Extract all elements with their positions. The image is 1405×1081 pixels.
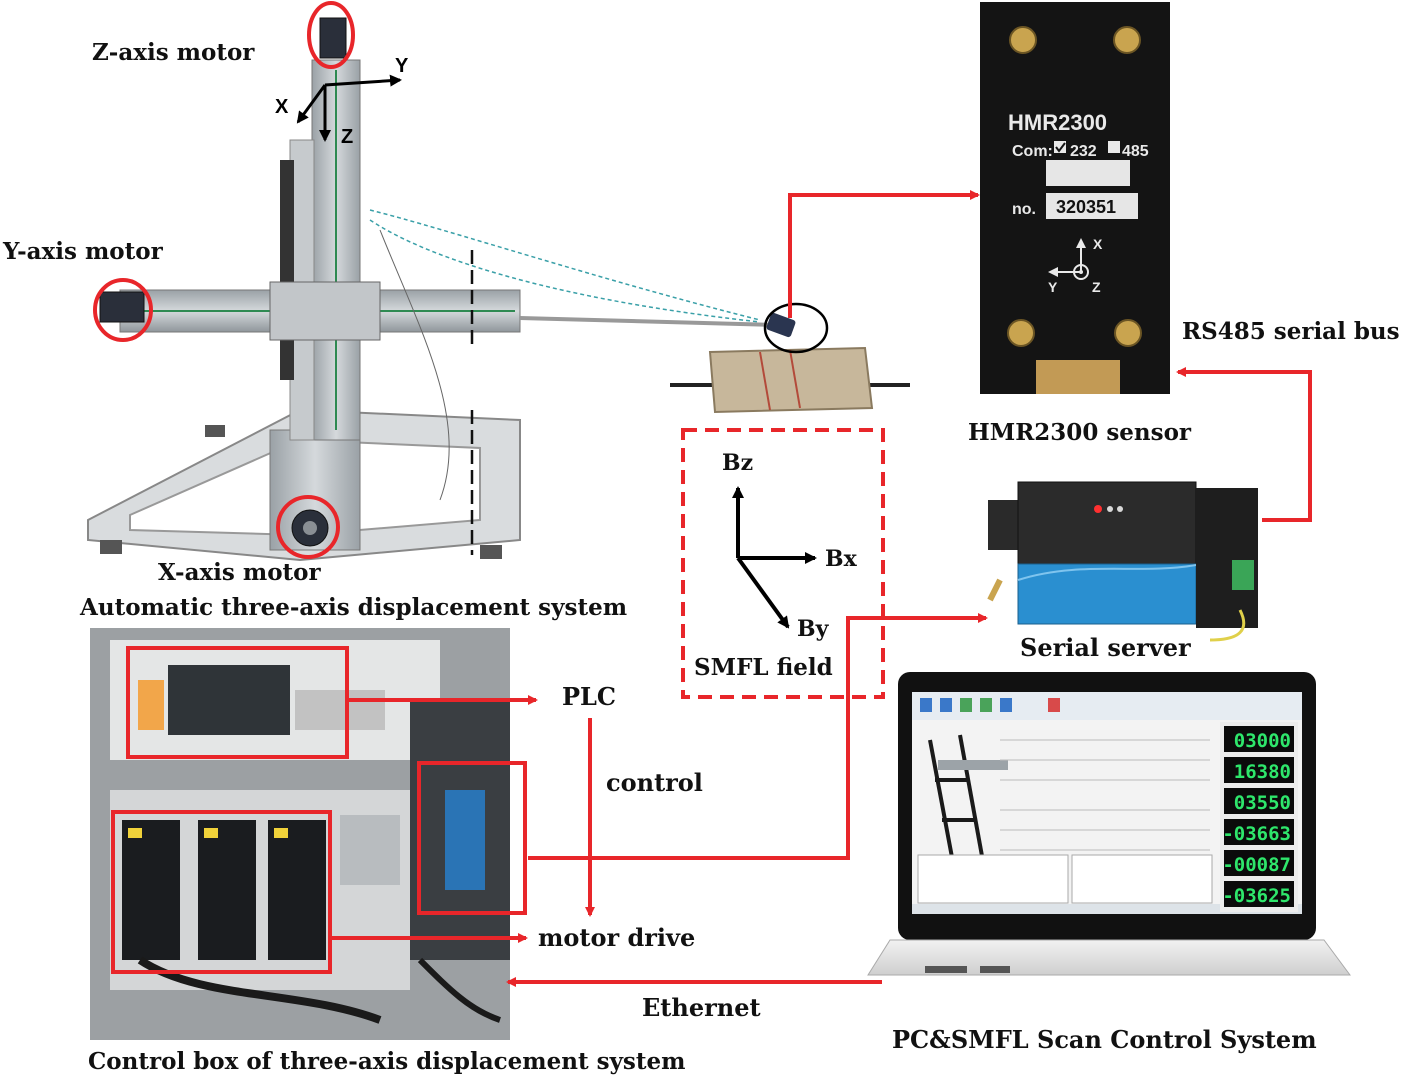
axis-x-label: X [275, 96, 289, 118]
servo-drive [268, 820, 326, 960]
pc-laptop: 03000 16380 03550 -03663 -00087 -03625 [867, 672, 1351, 976]
readout-box [1224, 819, 1294, 845]
readout-box [1224, 726, 1294, 752]
displacement-system-caption: Automatic three-axis displacement system [79, 594, 627, 621]
readout-box [1224, 757, 1294, 783]
sensor-com-232: 232 [1070, 143, 1097, 160]
sensor-model: HMR2300 [1008, 110, 1107, 135]
ethernet-label: Ethernet [642, 993, 761, 1022]
rig-foot [100, 540, 122, 554]
serial-highlight-box [417, 761, 527, 915]
rs485-label: RS485 serial bus [1182, 318, 1400, 345]
bx-label: Bx [825, 546, 858, 572]
readout-panel: 03000 16380 03550 -03663 -00087 -03625 [1220, 722, 1298, 912]
x-motor-highlight [276, 495, 340, 559]
axis-y-label: Y [395, 55, 409, 77]
readout-value: -03663 [1222, 823, 1291, 845]
probe-to-sensor-arrow [788, 190, 980, 318]
plc-module [168, 665, 290, 735]
screw [1114, 319, 1142, 347]
hmr2300-sensor: HMR2300 Com: 232 485 no. 320351 X Y Z [980, 2, 1170, 394]
rig-foot [205, 425, 225, 437]
probe-rod [519, 316, 776, 327]
y-axis-motor-body [99, 291, 145, 323]
screw [1007, 319, 1035, 347]
y-axis-motor-label: Y-axis motor [2, 238, 164, 265]
control-label: control [606, 768, 703, 797]
sensor-serial-number: 320351 [1056, 197, 1116, 217]
serial-server-label: Serial server [1020, 633, 1191, 662]
bz-label: Bz [722, 450, 753, 476]
plc-highlight-box [126, 646, 349, 759]
readout-box [1224, 881, 1294, 907]
serial-module [445, 790, 485, 890]
controlbox-to-serial-arrow [528, 613, 988, 860]
rig-axis-triad: Y X Z [275, 55, 409, 148]
y-motor-highlight [93, 278, 153, 342]
readout-value: -03625 [1222, 885, 1291, 907]
probe-sensor [766, 312, 796, 338]
serial-server-device [987, 481, 1258, 642]
control-box-caption: Control box of three-axis displacement s… [88, 1048, 685, 1075]
sensor-axis-z: Z [1092, 279, 1101, 295]
sensor-com-485: 485 [1122, 143, 1149, 160]
sensor-com-label: Com: [1012, 143, 1053, 160]
servo-drive [198, 820, 256, 960]
sensor-axis-y: Y [1048, 279, 1058, 295]
screw [1009, 26, 1037, 54]
x-axis-motor-label: X-axis motor [158, 559, 322, 586]
serial-to-rs485-arrow [1176, 367, 1312, 522]
readout-box [1224, 850, 1294, 876]
connection-arrows [330, 190, 1312, 987]
three-axis-rig: Y X Z [87, 1, 776, 562]
z-motor-highlight [307, 1, 355, 69]
smfl-field-box: Bz Bx By [681, 428, 885, 699]
smfl-field-label: SMFL field [694, 654, 833, 681]
sensor-no-label: no. [1012, 201, 1036, 218]
readout-value: 16380 [1234, 761, 1291, 783]
sensor-axis-x: X [1093, 236, 1103, 252]
plc-label: PLC [562, 682, 616, 711]
z-axis-motor-label: Z-axis motor [92, 39, 255, 66]
rig-cable-chain [280, 160, 294, 380]
screw [1113, 26, 1141, 54]
rig-foot [480, 545, 502, 559]
rig-carriage [269, 281, 381, 341]
readout-value: -00087 [1222, 854, 1291, 876]
control-box-photo [90, 628, 527, 1040]
readout-value: 03000 [1234, 730, 1291, 752]
motor-drive-label: motor drive [538, 923, 695, 952]
servo-drive [122, 820, 180, 960]
readout-value: 03550 [1234, 792, 1291, 814]
pc-system-caption: PC&SMFL Scan Control System [892, 1025, 1317, 1054]
z-axis-motor-body [319, 17, 347, 59]
steel-specimen [670, 346, 910, 414]
axis-z-label: Z [341, 126, 353, 148]
hmr-sensor-label: HMR2300 sensor [968, 419, 1192, 446]
readout-box [1224, 788, 1294, 814]
by-label: By [797, 616, 830, 642]
sensor-label-blank [1046, 160, 1130, 186]
drive-highlight-box [111, 810, 332, 974]
probe-highlight [763, 302, 829, 354]
